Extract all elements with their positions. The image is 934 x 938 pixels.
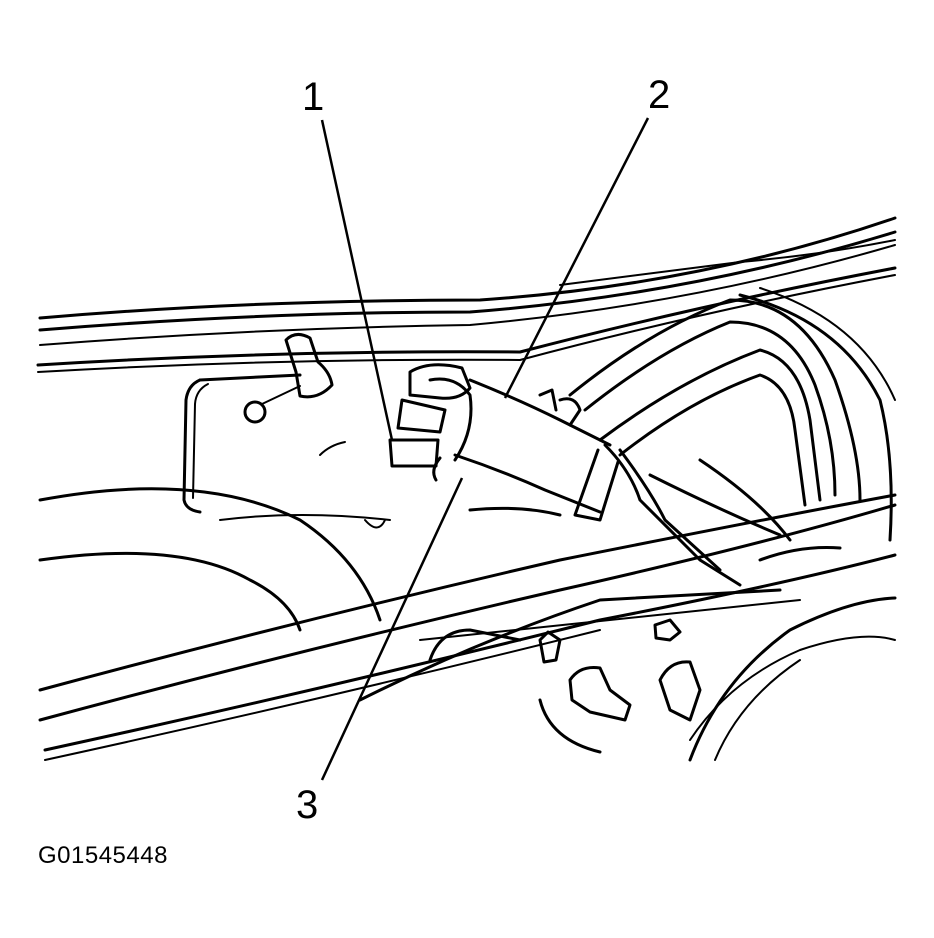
looping-pipes [568,287,896,587]
leader-lines [320,117,650,781]
callout-1: 1 [302,75,324,119]
left-wheel-arch [38,487,391,632]
figure-id-label: G01545448 [38,842,168,869]
callout-2: 2 [648,73,670,117]
bracket-plate [182,333,386,529]
main-hose [453,378,612,514]
upper-panel-rails [36,216,897,373]
leader-line-1 [320,119,394,441]
leader-line-3 [320,477,464,781]
lower-components [428,546,897,762]
frame-rails [38,493,897,761]
leader-line-2 [503,117,650,399]
callout-3: 3 [296,783,318,827]
hose-clamp [388,363,473,482]
